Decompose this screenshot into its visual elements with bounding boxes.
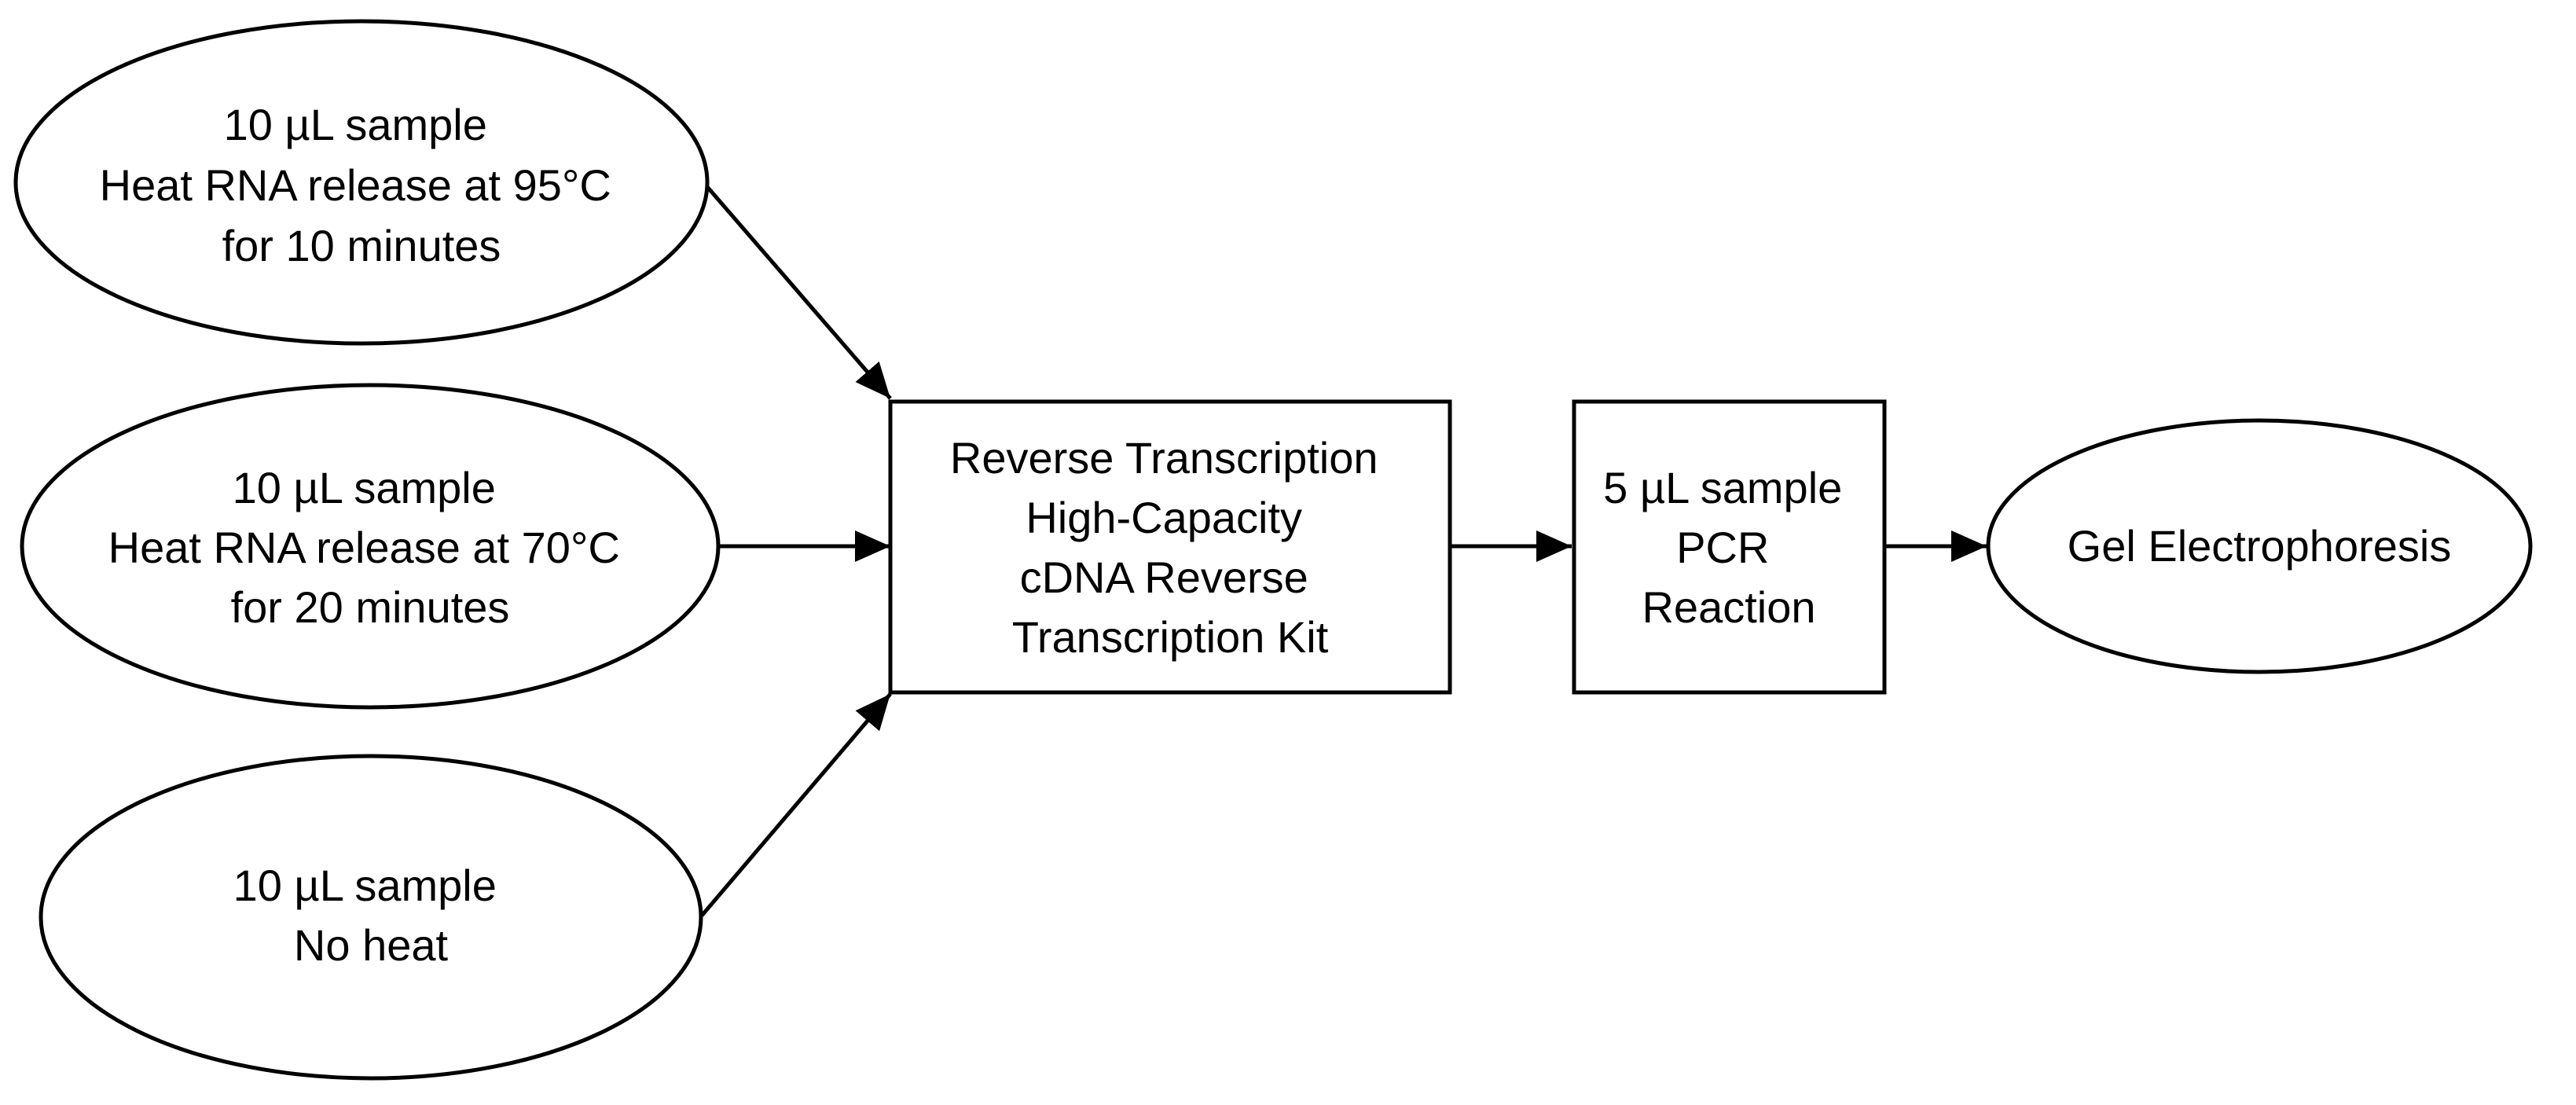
node-sample-no-heat-shape [39,754,703,1081]
node-gel-electrophoresis-line-1: Gel Electrophoresis [2068,521,2452,571]
node-sample-no-heat: 10 µL sample No heat [39,754,703,1081]
node-sample-no-heat-text: 10 µL sample No heat [233,861,509,970]
node-pcr-line-3: Reaction [1642,582,1815,632]
node-sample-70c-line-1: 10 µL sample [233,463,496,512]
node-gel-electrophoresis-shape [1986,418,2533,674]
node-sample-95c-text: 10 µL sample Heat RNA release at 95°C fo… [100,100,624,270]
node-sample-95c-line-2: Heat RNA release at 95°C [100,160,611,210]
node-reverse-transcription-line-1: Reverse Transcription [950,433,1378,483]
node-sample-95c-line-1: 10 µL sample [224,100,487,149]
arrow-95c-to-reverse-transcription [702,181,892,400]
node-pcr: 5 µL sample PCR Reaction [1572,399,1887,695]
node-reverse-transcription-line-3: cDNA Reverse [1020,552,1308,602]
node-gel-electrophoresis-text: Gel Electrophoresis [2068,521,2452,571]
node-pcr-line-1: 5 µL sample [1603,463,1842,512]
node-sample-no-heat-line-2: No heat [294,920,449,970]
node-reverse-transcription-line-4: Transcription Kit [1012,612,1329,662]
node-sample-95c-shape [13,19,710,346]
node-sample-70c-line-3: for 20 minutes [231,582,510,632]
arrow-no-heat-to-reverse-transcription [700,692,892,917]
node-sample-95c: 10 µL sample Heat RNA release at 95°C fo… [13,19,710,346]
node-reverse-transcription-text: Reverse Transcription High-Capacity cDNA… [950,433,1390,662]
node-reverse-transcription-line-2: High-Capacity [1026,493,1302,542]
node-sample-no-heat-line-1: 10 µL sample [233,861,497,910]
node-sample-70c: 10 µL sample Heat RNA release at 70°C fo… [20,383,721,710]
node-pcr-shape [1572,399,1887,695]
node-reverse-transcription-shape [888,399,1452,695]
node-pcr-text: 5 µL sample PCR Reaction [1603,463,1855,632]
node-sample-70c-text: 10 µL sample Heat RNA release at 70°C fo… [108,463,633,632]
node-pcr-line-2: PCR [1676,523,1769,572]
node-sample-70c-shape [20,383,721,710]
node-sample-95c-line-3: for 10 minutes [222,221,501,270]
node-reverse-transcription: Reverse Transcription High-Capacity cDNA… [888,399,1452,695]
node-gel-electrophoresis: Gel Electrophoresis [1986,418,2533,674]
node-sample-70c-line-2: Heat RNA release at 70°C [108,523,620,572]
